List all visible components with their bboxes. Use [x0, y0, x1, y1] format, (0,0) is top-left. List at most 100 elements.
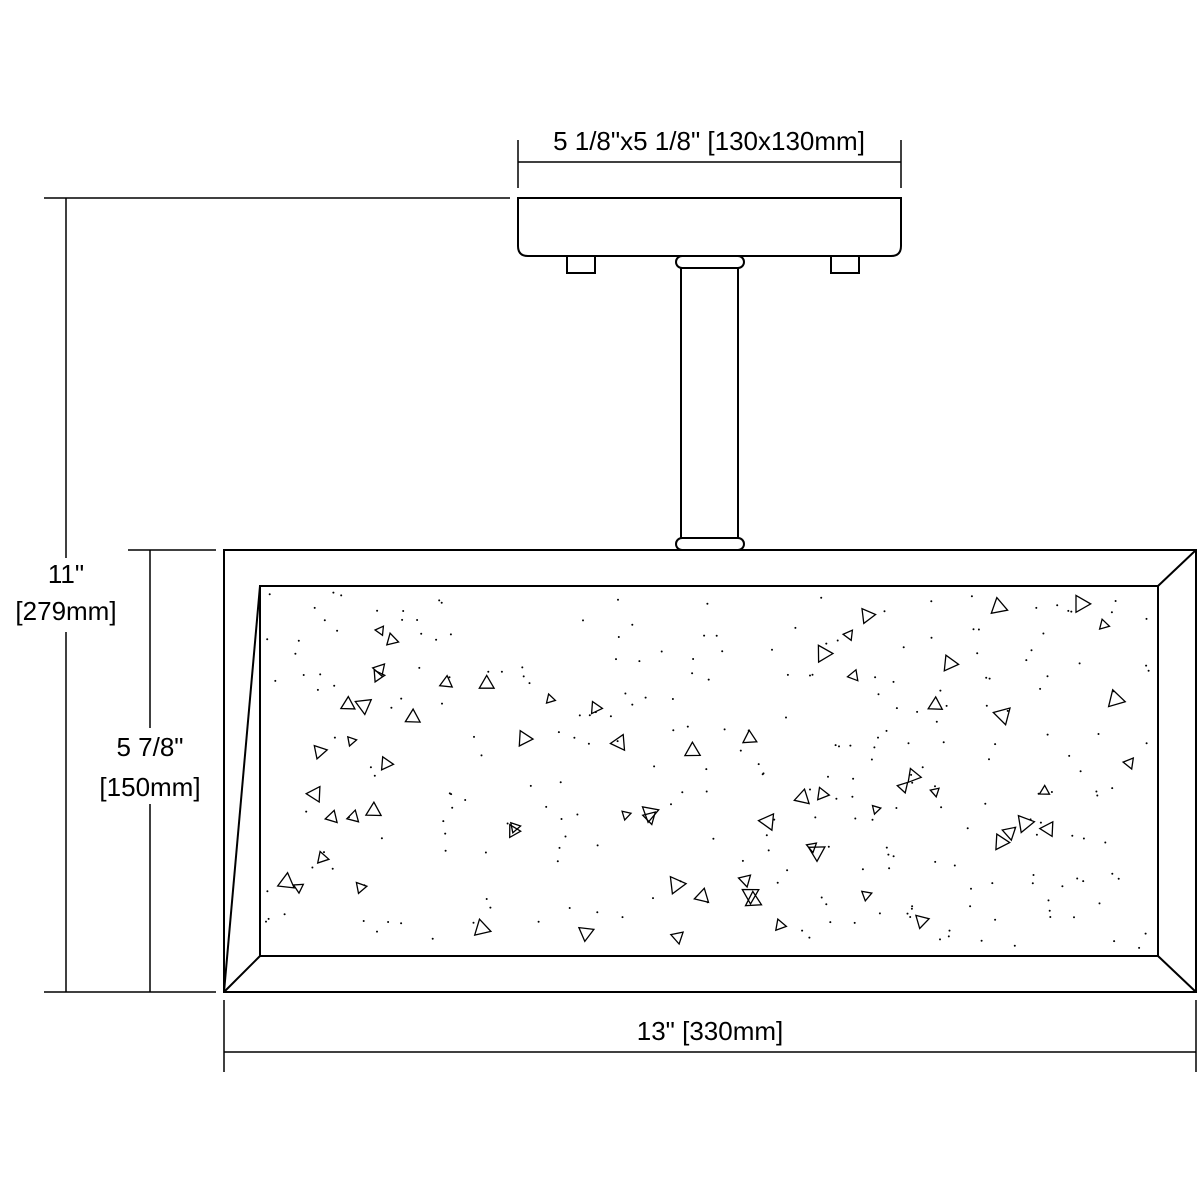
- glass-bubble: [304, 785, 321, 804]
- glass-speck: [916, 710, 919, 713]
- glass-bubble: [518, 729, 535, 748]
- glass-speck: [362, 920, 365, 922]
- glass-speck: [387, 921, 390, 923]
- glass-speck: [596, 844, 599, 847]
- glass-speck: [1096, 794, 1099, 797]
- glass-bubble: [817, 644, 835, 664]
- glass-bubble: [339, 695, 357, 710]
- glass-bubble: [669, 931, 685, 946]
- glass-speck: [705, 790, 708, 793]
- glass-speck: [487, 670, 490, 673]
- glass-speck: [849, 744, 852, 747]
- canopy-dimension-label: 5 1/8"x5 1/8" [130x130mm]: [553, 126, 865, 156]
- glass-bubble: [871, 804, 883, 816]
- glass-bubble: [846, 668, 859, 682]
- glass-speck: [560, 818, 563, 820]
- glass-speck: [814, 816, 817, 819]
- glass-speck: [809, 674, 811, 677]
- glass-bubble: [896, 781, 909, 795]
- shade-height-metric: [150mm]: [99, 772, 200, 802]
- glass-speck: [418, 666, 421, 669]
- glass-speck: [500, 670, 503, 673]
- glass-speck: [670, 803, 672, 806]
- glass-speck: [966, 827, 969, 830]
- glass-speck: [401, 618, 404, 621]
- glass-bubble: [741, 888, 760, 906]
- glass-speck: [435, 638, 438, 641]
- glass-speck: [480, 754, 483, 757]
- glass-speck: [568, 907, 571, 909]
- glass-speck: [556, 860, 559, 863]
- glass-speck: [332, 591, 335, 594]
- shade-height-imperial: 5 7/8": [116, 732, 183, 762]
- glass-speck: [331, 867, 334, 870]
- glass-speck: [878, 912, 881, 915]
- glass-bubble: [907, 767, 923, 784]
- glass-speck: [333, 736, 336, 739]
- glass-bubble: [990, 596, 1009, 615]
- glass-bubble: [354, 698, 373, 716]
- glass-speck: [940, 806, 943, 809]
- glass-bubble: [861, 607, 877, 625]
- glass-speck: [420, 632, 423, 635]
- glass-speck: [1117, 877, 1120, 880]
- glass-bubble: [509, 821, 522, 835]
- overall-height-imperial: 11": [48, 559, 84, 589]
- glass-speck: [557, 731, 560, 734]
- glass-speck: [1078, 662, 1081, 665]
- canopy: [517, 197, 902, 274]
- glass-speck: [771, 648, 773, 651]
- glass-speck: [988, 758, 990, 761]
- glass-speck: [1114, 600, 1117, 602]
- glass-speck: [1071, 834, 1074, 837]
- glass-speck: [340, 594, 343, 597]
- glass-speck: [1006, 709, 1009, 712]
- glass-speck: [1030, 649, 1033, 652]
- glass-bubble: [1001, 826, 1017, 842]
- glass-speck: [762, 772, 765, 775]
- glass-speck: [528, 682, 531, 685]
- glass-speck: [631, 703, 634, 706]
- glass-speck: [624, 692, 627, 695]
- glass-speck: [265, 920, 267, 923]
- glass-bubble: [1017, 814, 1036, 834]
- glass-bubble: [292, 883, 305, 895]
- glass-speck: [953, 864, 956, 867]
- glass-speck: [616, 740, 619, 743]
- glass-speck: [909, 916, 912, 918]
- glass-speck: [1111, 787, 1114, 790]
- glass-bubble: [737, 874, 752, 889]
- glass-speck: [621, 916, 624, 919]
- glass-speck: [1013, 944, 1016, 947]
- glass-speck: [400, 922, 403, 925]
- glass-speck: [776, 881, 779, 884]
- glass-speck: [707, 678, 710, 681]
- glass-speck: [765, 834, 768, 837]
- glass-speck: [376, 930, 378, 933]
- glass-speck: [829, 921, 832, 924]
- glass-speck: [977, 628, 980, 631]
- glass-speck: [721, 650, 724, 653]
- glass-speck: [1035, 606, 1038, 609]
- glass-speck: [820, 596, 823, 599]
- glass-speck: [786, 673, 789, 676]
- glass-speck: [691, 672, 694, 675]
- glass-speck: [1061, 885, 1064, 888]
- glass-speck: [692, 658, 695, 660]
- glass-speck: [767, 849, 770, 852]
- glass-speck: [305, 810, 308, 813]
- glass-speck: [1138, 946, 1141, 949]
- glass-speck: [705, 768, 708, 771]
- glass-bubble: [346, 735, 358, 748]
- glass-speck: [323, 619, 326, 622]
- shade-width-dimension: 13" [330mm]: [223, 1000, 1197, 1072]
- glass-speck: [559, 781, 562, 784]
- glass-speck: [609, 715, 612, 718]
- glass-speck: [945, 704, 948, 707]
- glass-speck: [825, 642, 828, 645]
- stem: [675, 255, 745, 551]
- glass-speck: [319, 673, 322, 676]
- glass-speck: [991, 882, 994, 885]
- glass-bubble: [1038, 784, 1051, 795]
